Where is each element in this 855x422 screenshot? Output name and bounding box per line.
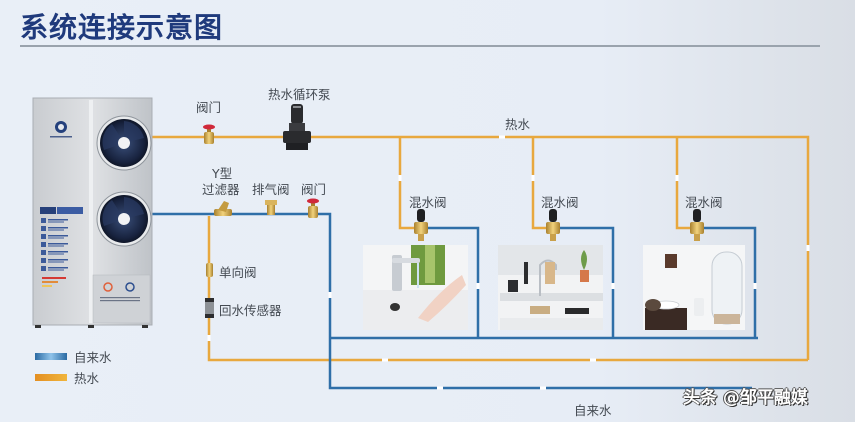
cold-valve-label: 阀门 xyxy=(301,182,327,197)
y-filter-label-line2: 过滤器 xyxy=(202,182,240,197)
hot-branch-2 xyxy=(531,137,546,230)
hot-water-main-label: 热水 xyxy=(505,117,531,132)
mixing-valve-label-3: 混水阀 xyxy=(685,195,723,210)
mixing-valve-icon xyxy=(690,209,704,241)
mixing-valve-label-2: 混水阀 xyxy=(541,195,579,210)
fan-bottom-icon xyxy=(96,191,152,247)
heat-pump-unit xyxy=(32,97,153,328)
circulation-pump-icon xyxy=(283,104,311,150)
mixing-valve-label-1: 混水阀 xyxy=(409,195,447,210)
kitchen-photo xyxy=(498,245,603,330)
y-filter-label-line1: Y型 xyxy=(212,166,233,181)
legend-item-cold: 自来水 xyxy=(35,347,112,366)
hot-valve-label: 阀门 xyxy=(196,100,222,115)
flow-arrow xyxy=(590,358,596,362)
mixing-valve-icon xyxy=(414,209,428,241)
air-release-valve-icon xyxy=(265,200,277,215)
flow-arrow xyxy=(328,292,332,298)
flow-arrow xyxy=(806,245,810,251)
cold-branch-1 xyxy=(428,226,480,338)
legend-label-hot: 热水 xyxy=(74,371,100,386)
flow-arrow xyxy=(398,175,402,181)
flow-arrow xyxy=(675,175,679,181)
bathroom-photo xyxy=(643,245,745,330)
legend-swatch-hot xyxy=(35,374,67,381)
legend-item-hot: 热水 xyxy=(35,368,99,387)
hot-gate-valve-icon xyxy=(203,124,215,144)
fan-top-icon xyxy=(96,115,152,171)
spec-panel xyxy=(40,207,56,214)
flow-arrow xyxy=(499,135,505,139)
flow-arrow xyxy=(476,283,480,289)
tap-water-main-label: 自来水 xyxy=(574,403,612,418)
flow-arrow xyxy=(540,386,546,390)
flow-arrow xyxy=(437,386,443,390)
return-water-sensor-icon xyxy=(205,298,214,318)
page-title: 系统连接示意图 xyxy=(20,11,224,44)
hot-branch-3 xyxy=(675,137,690,230)
check-valve-label: 单向阀 xyxy=(219,265,257,280)
cold-branch-2 xyxy=(560,226,615,338)
circulation-pump-label: 热水循环泵 xyxy=(268,87,331,102)
hot-supply-main xyxy=(150,135,810,360)
flow-arrow xyxy=(531,175,535,181)
flow-arrow xyxy=(611,283,615,289)
watermark: 头条 @邹平融媒 xyxy=(683,388,808,408)
certification-logo-icon xyxy=(103,282,113,292)
check-valve-icon xyxy=(206,263,213,277)
legend-label-cold: 自来水 xyxy=(74,350,112,365)
hot-branch-1 xyxy=(398,137,414,230)
title-divider xyxy=(20,45,820,47)
cold-branch-3 xyxy=(704,226,757,338)
legend-swatch-cold xyxy=(35,353,67,360)
mixing-valve-icon xyxy=(546,209,560,241)
cold-gate-valve-icon xyxy=(307,198,319,218)
flow-arrow xyxy=(207,335,211,341)
washbasin-photo xyxy=(363,245,468,330)
flow-arrows xyxy=(207,135,810,390)
return-sensor-label: 回水传感器 xyxy=(219,303,282,318)
y-strainer-icon xyxy=(214,201,232,216)
flow-arrow xyxy=(753,283,757,289)
air-release-valve-label: 排气阀 xyxy=(252,182,290,197)
flow-arrow xyxy=(382,358,388,362)
